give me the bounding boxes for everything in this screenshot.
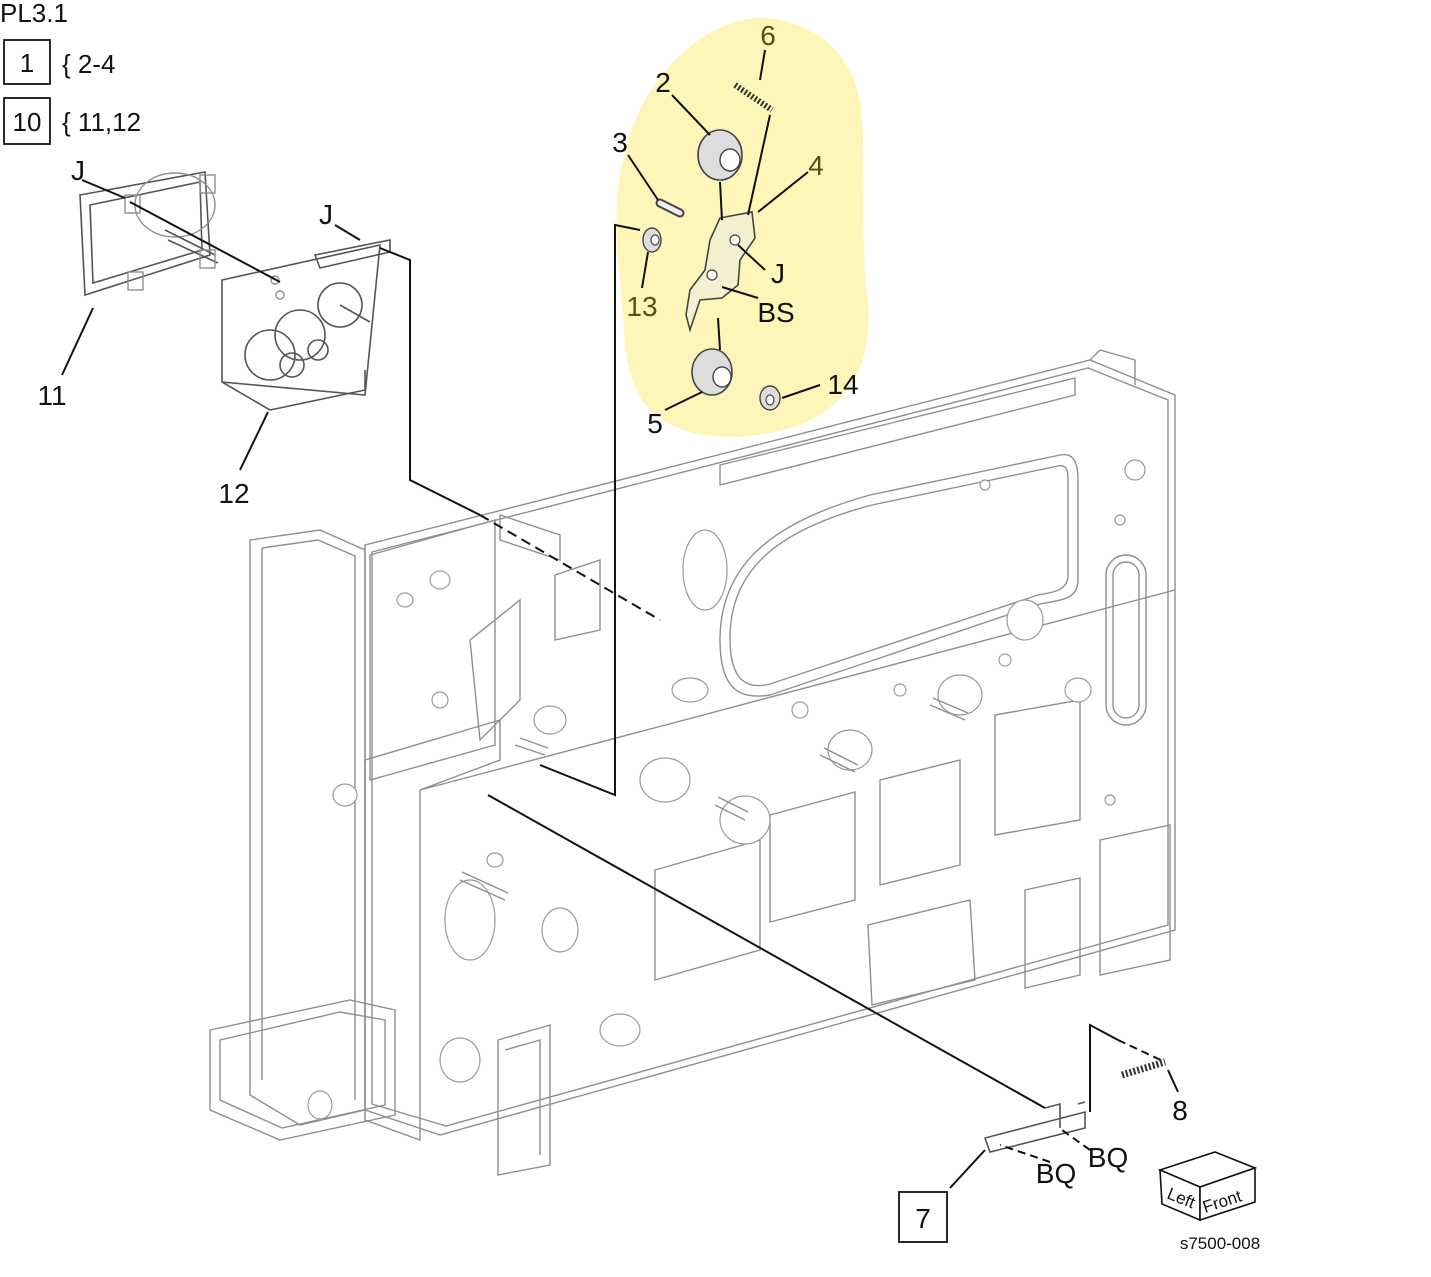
legend-box-1-label: 1 [20,48,34,78]
callout-2: 2 [655,67,671,98]
callout-bq-2: BQ [1036,1158,1076,1189]
callout-j-assembly: J [771,258,785,289]
washer-13 [642,227,662,253]
figure-header: PL3.1 1 { 2-4 10 { 11,12 [0,0,141,145]
figure-id: s7500-008 [1180,1234,1260,1253]
legend-box-1 [3,39,51,85]
legend-box-10 [3,97,51,145]
orientation-cube: Left Front [1157,1151,1258,1222]
callout-7-box [898,1191,948,1243]
callout-4: 4 [808,150,824,181]
pin-3 [655,198,685,218]
callout-3: 3 [612,127,628,158]
bracket-11 [79,171,219,297]
callout-14: 14 [827,369,858,400]
callout-bs: BS [757,297,794,328]
callout-8: 8 [1172,1095,1188,1126]
leader-lines [61,49,1179,1189]
lever-4 [685,211,756,333]
legend-box-10-label: 10 [13,107,42,137]
callout-6: 6 [760,20,776,51]
callout-bq-1: BQ [1088,1142,1128,1173]
washer-14 [759,385,781,411]
gear-2 [697,129,743,181]
callouts: 6 2 3 4 J 13 BS 14 5 J J 11 12 8 BQ BQ 7 [37,20,1188,1243]
figure-title: PL3.1 [0,0,68,28]
callout-j-bracket-12: J [319,199,333,230]
frame-holes [307,459,1146,1120]
frame-shafts [459,697,969,901]
main-frame [209,349,1176,1176]
spring-8 [1120,1058,1167,1079]
legend-range-1: { 2-4 [62,49,116,79]
callout-7: 7 [915,1203,931,1234]
gear-5 [691,348,733,396]
bracket-12 [221,239,391,411]
legend-range-10: { 11,12 [62,107,141,137]
spring-6 [733,82,774,113]
callout-5: 5 [647,408,663,439]
callout-j-bracket-11: J [71,155,85,186]
bracket-7 [983,1101,1086,1153]
callout-12: 12 [218,478,249,509]
callout-13: 13 [626,291,657,322]
callout-11: 11 [37,380,66,411]
